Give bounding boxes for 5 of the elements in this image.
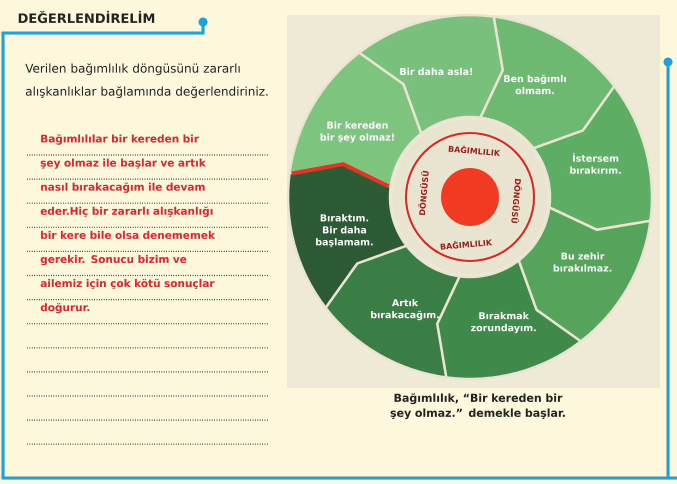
caption: Bağımlılık, “Bir kereden bir şey olmaz.” demekle başlar.: [390, 393, 565, 420]
cycle-segment: Ben bağımlı olmam.: [478, 15, 616, 150]
title: DEĞERLENDİRELİM: [18, 10, 154, 24]
answer-text: Bağımlılılar bir kereden bir şey olmaz ile başlar ve artık nasıl bırakacağım ile devam eder.Hiç bir zararlı alışkanlığı bir kere bile olsa denememek gerekir. Sonucu bizim ve ailemiz için çok kötü sonuçlar doğurur.: [40, 134, 216, 314]
instruction-text: Verilen bağımlılık döngüsünü zararlı alışkanlıklar bağlamında değerlendiriniz.: [25, 63, 268, 98]
